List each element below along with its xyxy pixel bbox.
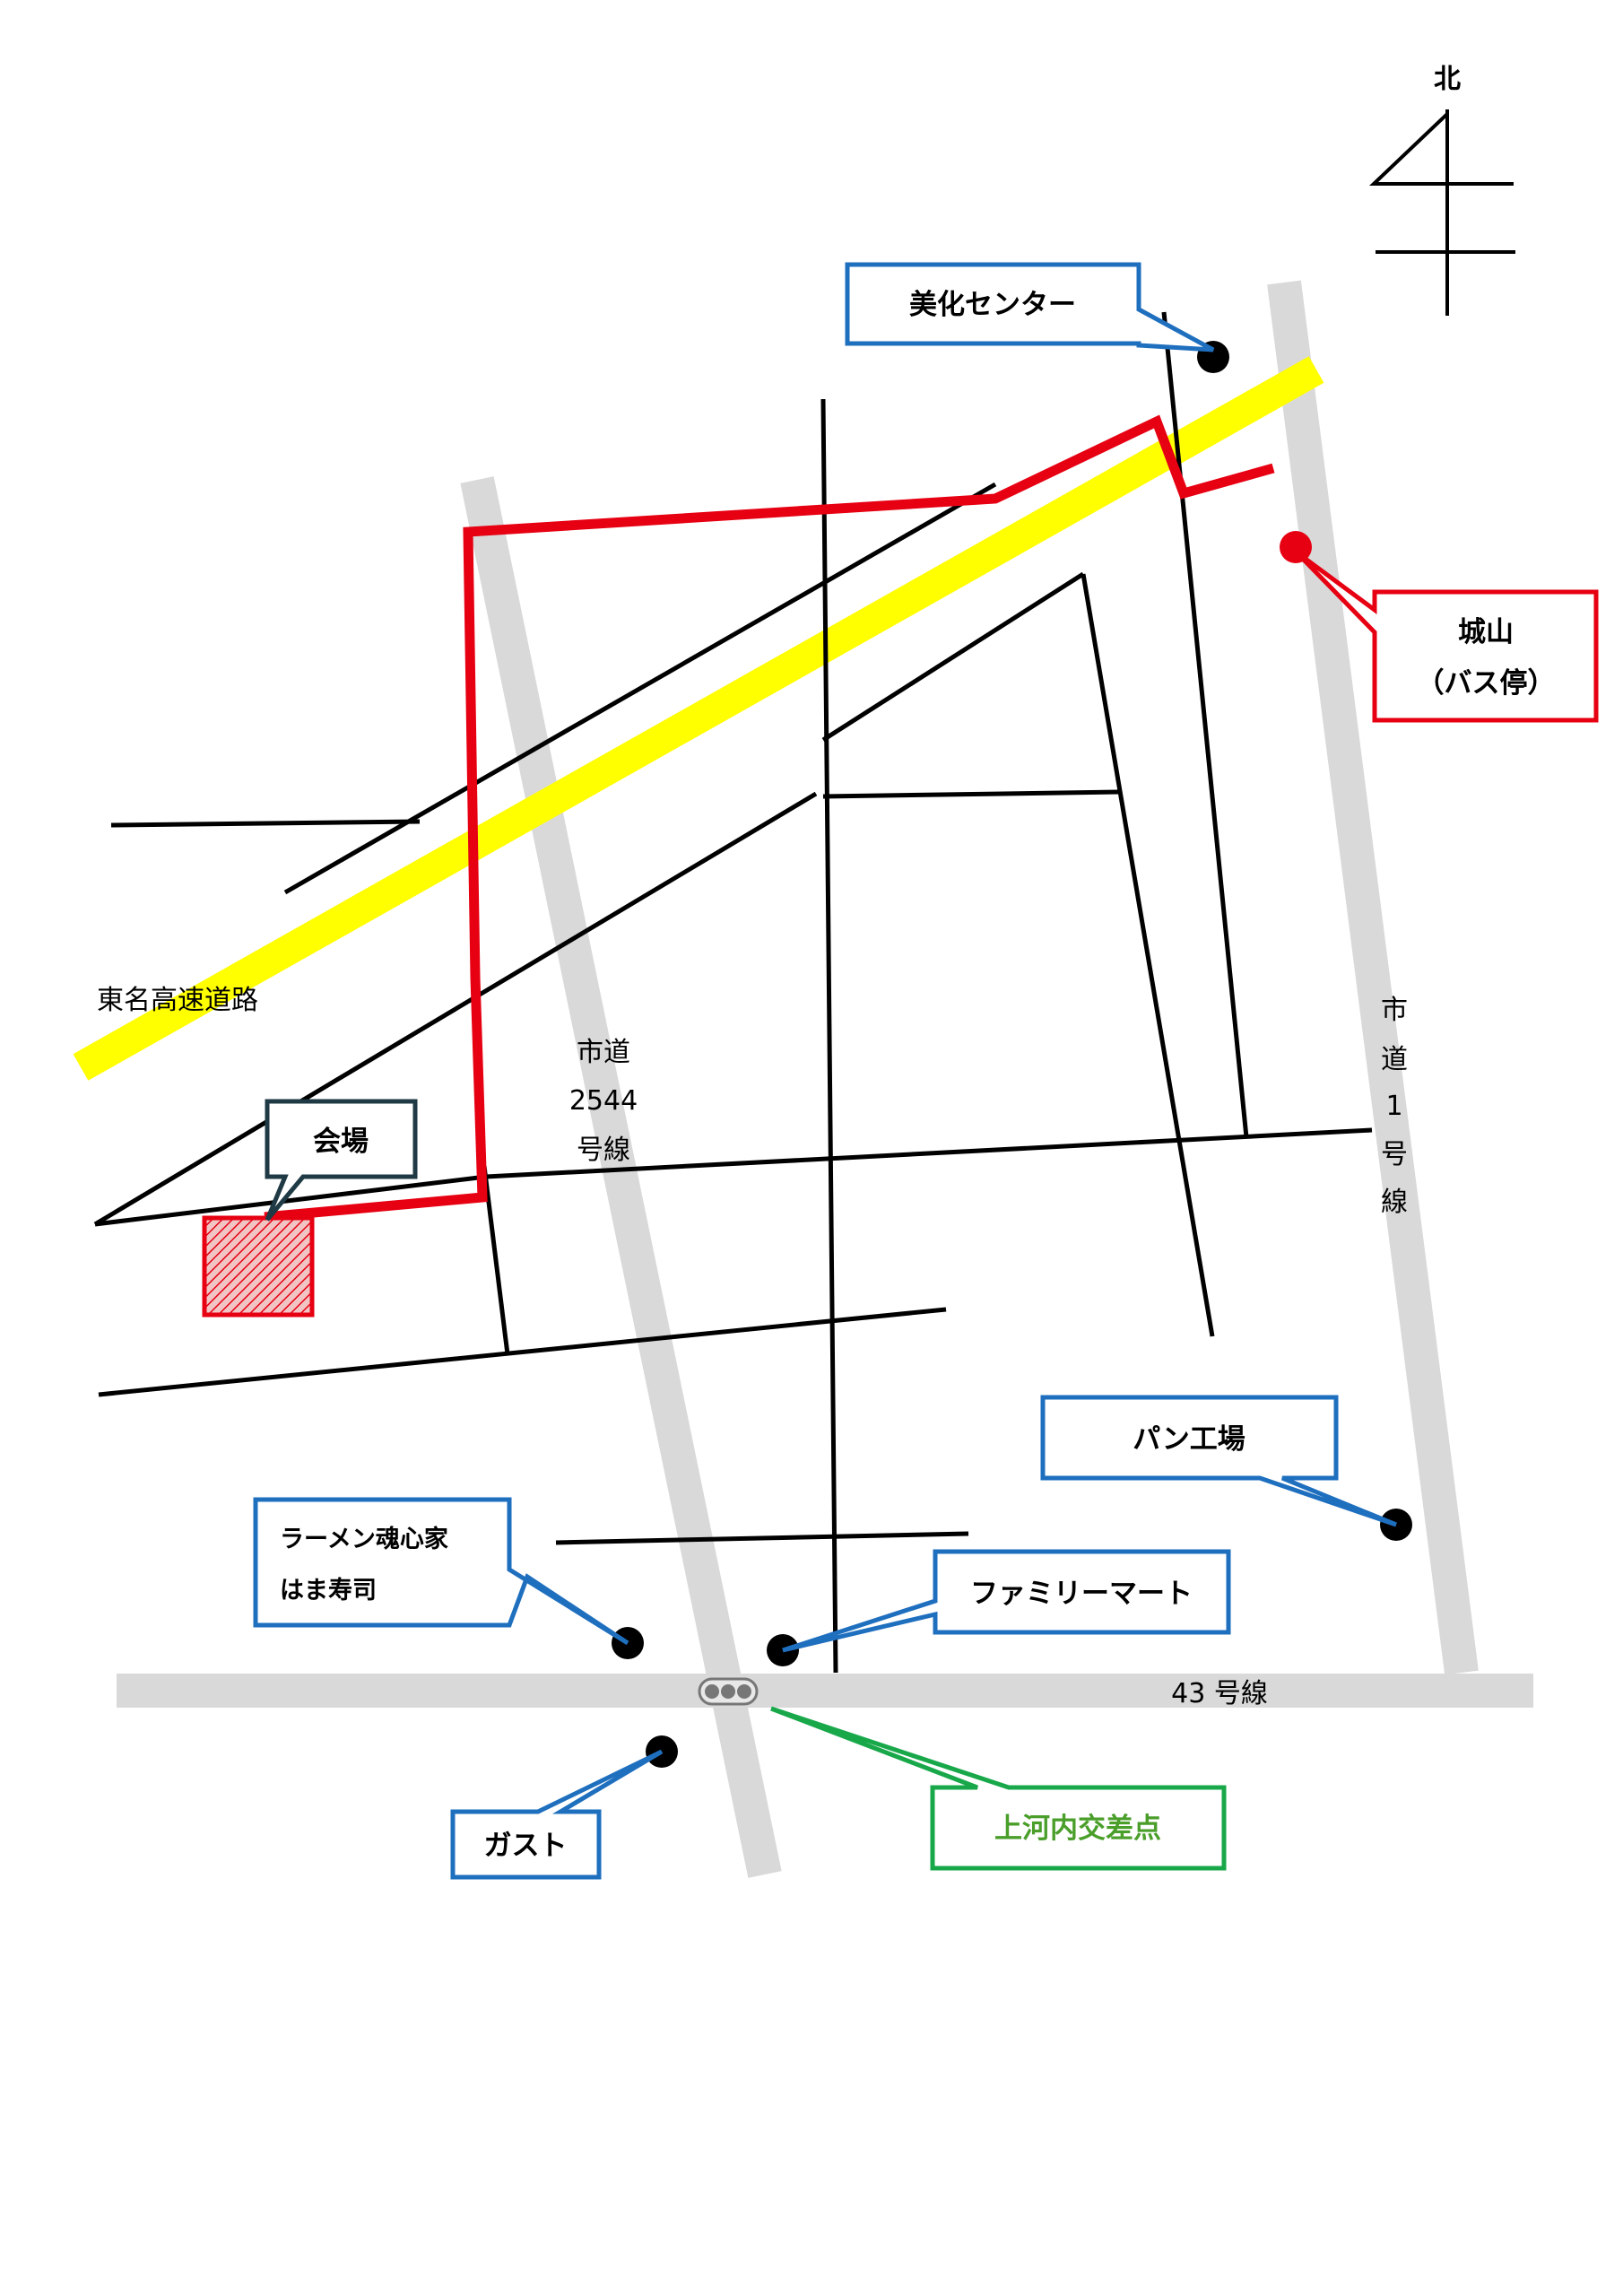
minor-road (555, 1531, 969, 1545)
tomei-expressway (73, 356, 1324, 1081)
expressway-label: 東名高速道路 (97, 985, 258, 1016)
minor-road (1081, 573, 1215, 1337)
minor-road (93, 791, 818, 1227)
callout-venue: 会場 (265, 1099, 418, 1222)
north-label: 北 (1434, 64, 1461, 95)
svg-text:パン工場: パン工場 (1133, 1423, 1245, 1456)
callout-family-mart: ファミリーマート (782, 1549, 1231, 1653)
minor-road (110, 819, 421, 828)
svg-text:1: 1 (1385, 1091, 1402, 1122)
callout-gusto: ガスト (450, 1749, 664, 1880)
minor-road (485, 1127, 1373, 1179)
svg-text:ガスト: ガスト (484, 1830, 568, 1862)
svg-text:2544: 2544 (569, 1085, 638, 1117)
minor-roads (93, 311, 1373, 1674)
callout-bus-stop: 城山 （バス停） (1294, 549, 1599, 723)
svg-text:市道: 市道 (577, 1037, 630, 1068)
route-43-label: 43 号線 (1171, 1678, 1268, 1709)
svg-text:城山: 城山 (1458, 616, 1514, 648)
traffic-signal-icon (698, 1677, 759, 1706)
svg-text:美化センター: 美化センター (909, 289, 1076, 321)
svg-text:会場: 会場 (313, 1126, 369, 1158)
access-route (264, 414, 1275, 1222)
svg-text:号線: 号線 (577, 1135, 630, 1166)
minor-road (94, 1174, 487, 1227)
venue-site (202, 1215, 315, 1318)
city-road-1-label: 市 道 1 号 線 (1381, 995, 1408, 1218)
svg-text:（バス停）: （バス停） (1417, 667, 1556, 700)
svg-text:ラーメン魂心家: ラーメン魂心家 (280, 1525, 448, 1553)
callout-bika-center: 美化センター (845, 262, 1215, 352)
svg-text:はま寿司: はま寿司 (280, 1577, 377, 1605)
city-road-1 (1267, 280, 1479, 1675)
city-road-2544 (460, 476, 782, 1878)
svg-text:ファミリーマート: ファミリーマート (970, 1578, 1193, 1610)
minor-road (482, 1165, 510, 1355)
minor-road (98, 1307, 947, 1397)
callout-ramen: ラーメン魂心家 はま寿司 (253, 1497, 629, 1646)
callout-bakery: パン工場 (1040, 1395, 1397, 1527)
svg-text:号: 号 (1381, 1139, 1408, 1170)
city-road-2544-label: 市道 2544 号線 (569, 1037, 638, 1166)
minor-road (821, 571, 1085, 743)
north-arrow-icon (1368, 109, 1515, 316)
venue-marker (202, 1215, 315, 1318)
minor-road (820, 398, 838, 1674)
callout-intersection: 上河内交差点 (770, 1706, 1227, 1871)
svg-text:市: 市 (1381, 995, 1408, 1026)
minor-road (822, 789, 1120, 799)
minor-road (1161, 311, 1249, 1138)
compass: 北 (1368, 64, 1515, 316)
svg-text:道: 道 (1381, 1044, 1408, 1075)
svg-text:線: 線 (1381, 1187, 1408, 1218)
svg-text:上河内交差点: 上河内交差点 (994, 1813, 1161, 1845)
major-roads (117, 280, 1533, 1878)
minor-road (283, 482, 997, 895)
